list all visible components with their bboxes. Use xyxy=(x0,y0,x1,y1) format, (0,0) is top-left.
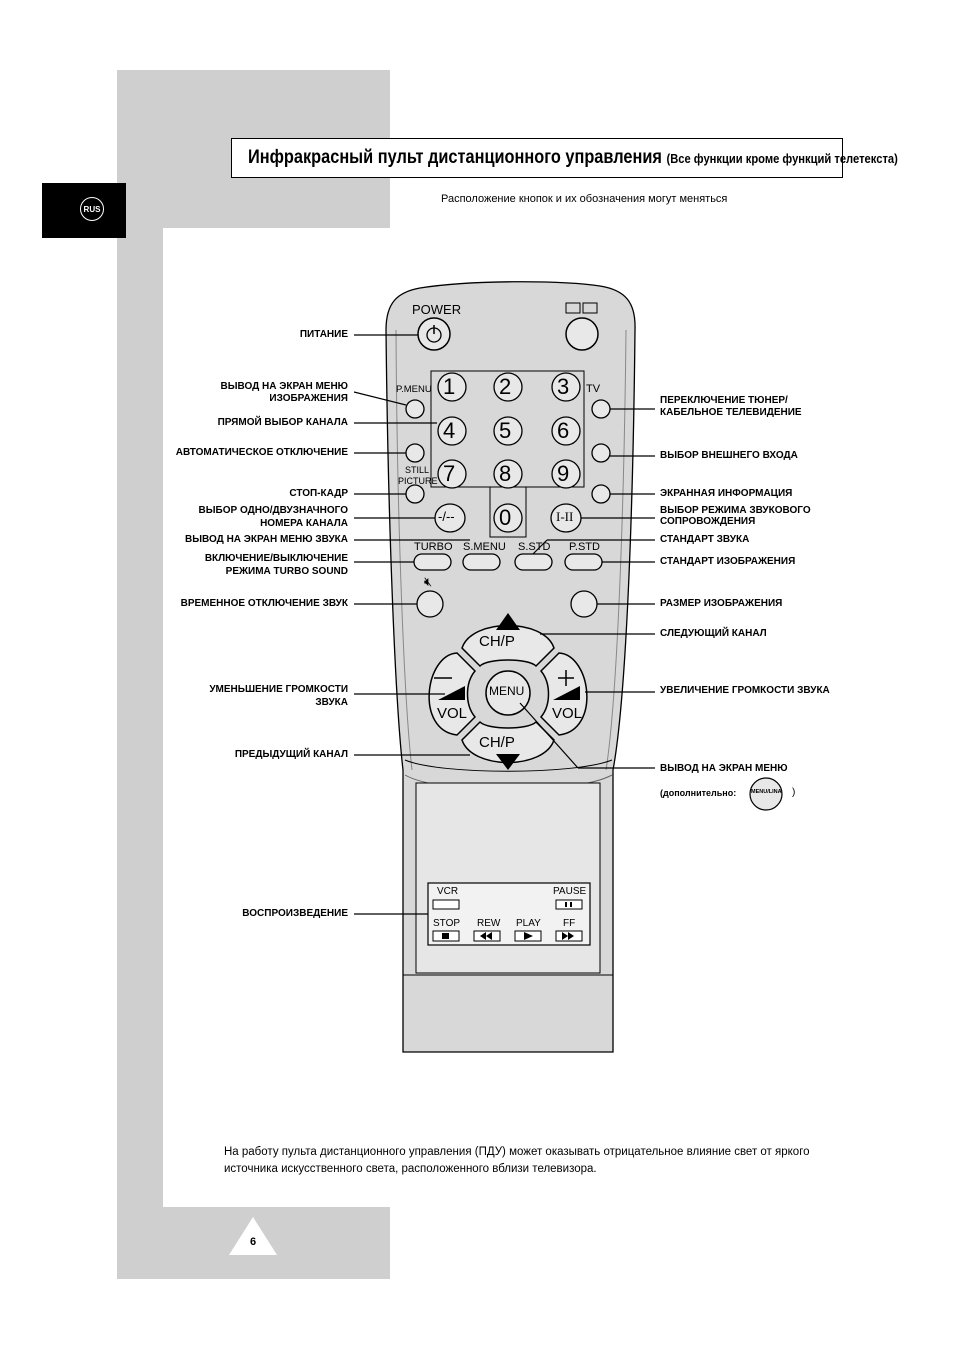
label-optional-close: ) xyxy=(792,787,796,798)
label-display-info: ЭКРАННАЯ ИНФОРМАЦИЯ xyxy=(660,488,793,499)
page-subtitle: Расположение кнопок и их обозначения мог… xyxy=(441,193,728,205)
remote-inner-edge xyxy=(395,329,627,771)
page-title: Инфракрасный пульт дистанционного управл… xyxy=(248,147,898,169)
label-mute: ВРЕМЕННОЕ ОТКЛЮЧЕНИЕ ЗВУК xyxy=(180,598,348,609)
page-title-main: Инфракрасный пульт дистанционного управл… xyxy=(248,147,662,168)
digit-5[interactable]: 5 xyxy=(499,418,512,443)
power-label: POWER xyxy=(412,302,462,317)
label-power: ПИТАНИЕ xyxy=(299,329,348,340)
dash-label[interactable]: -/-- xyxy=(438,509,455,524)
mute-icon: 🔇︎ xyxy=(424,574,433,589)
bottom-grey-band xyxy=(163,1207,390,1279)
label-sound-mode-1: ВЫБОР РЕЖИМА ЗВУКОВОГО xyxy=(660,505,811,516)
digit-2[interactable]: 2 xyxy=(499,374,512,399)
ff-label: FF xyxy=(563,918,576,929)
label-turbo-2: РЕЖИМА TURBO SOUND xyxy=(225,566,348,577)
vcr-label: VCR xyxy=(437,886,459,897)
label-picture-standard: СТАНДАРТ ИЗОБРАЖЕНИЯ xyxy=(660,556,796,567)
alt-menu-button xyxy=(749,777,783,811)
vol-down-label[interactable]: VOL xyxy=(437,705,468,722)
still-label-2: PICTURE xyxy=(398,476,438,486)
menu-button xyxy=(485,670,531,716)
label-menu: ВЫВОД НА ЭКРАН МЕНЮ xyxy=(660,763,788,774)
label-sound-standard: СТАНДАРТ ЗВУКА xyxy=(660,534,750,545)
pause-key xyxy=(555,899,583,910)
label-playback: ВОСПРОИЗВЕДЕНИЕ xyxy=(242,908,348,919)
turbo-label: TURBO xyxy=(414,541,453,553)
label-turbo-1: ВКЛЮЧЕНИЕ/ВЫКЛЮЧЕНИЕ xyxy=(204,553,348,564)
label-optional: (дополнительно: xyxy=(660,788,737,798)
label-sound-mode-2: СОПРОВОЖДЕНИЯ xyxy=(660,516,756,527)
digit-buttons xyxy=(437,372,581,533)
label-external-input: ВЫБОР ВНЕШНЕГО ВХОДА xyxy=(660,450,798,461)
play-label: PLAY xyxy=(516,918,541,929)
rew-label: REW xyxy=(477,918,501,929)
title-box: Инфракрасный пульт дистанционного управл… xyxy=(231,138,898,178)
digit-4[interactable]: 4 xyxy=(443,418,456,443)
vcr-power-key xyxy=(432,899,460,910)
stop-label: STOP xyxy=(433,918,461,929)
page-number: 6 xyxy=(249,1236,257,1248)
digit-1[interactable]: 1 xyxy=(443,374,456,399)
label-sleep: АВТОМАТИЧЕСКОЕ ОТКЛЮЧЕНИЕ xyxy=(175,447,348,458)
page-title-note: (Все функции кроме функций телетекста) xyxy=(666,151,898,166)
remote-lower-panel xyxy=(404,759,613,772)
tv-label: TV xyxy=(586,383,601,395)
label-direct-channel: ПРЯМОЙ ВЫБОР КАНАЛА xyxy=(217,417,348,428)
teletext-mix-icon xyxy=(565,302,581,314)
label-volume-up: УВЕЛИЧЕНИЕ ГРОМКОСТИ ЗВУКА xyxy=(660,685,830,696)
teletext-mix-button xyxy=(565,317,599,351)
left-grey-band xyxy=(117,228,163,1279)
dual-label[interactable]: I-II xyxy=(556,509,574,524)
digit-7[interactable]: 7 xyxy=(443,461,456,486)
digit-9[interactable]: 9 xyxy=(557,461,570,486)
pill-buttons xyxy=(413,553,603,571)
mute-button xyxy=(416,590,444,618)
ch-up-label[interactable]: CH/P xyxy=(479,633,515,650)
label-volume-down-1: УМЕНЬШЕНИЕ ГРОМКОСТИ xyxy=(209,684,348,695)
footer-note: На работу пульта дистанционного управлен… xyxy=(224,1146,810,1175)
label-still: СТОП-КАДР xyxy=(289,488,348,499)
vol-up-label[interactable]: VOL xyxy=(552,705,583,722)
label-previous-channel: ПРЕДЫДУЩИЙ КАНАЛ xyxy=(234,749,348,760)
label-tuner-cable-2: КАБЕЛЬНОЕ ТЕЛЕВИДЕНИЕ xyxy=(660,407,802,418)
s-std-label: S.STD xyxy=(518,541,551,553)
label-one-two-digit-1: ВЫБОР ОДНО/ДВУЗНАЧНОГО xyxy=(198,505,348,516)
alt-menu-button-text: MENU/LINA xyxy=(751,789,782,795)
ch-down-label[interactable]: CH/P xyxy=(479,734,515,751)
label-one-two-digit-2: НОМЕРА КАНАЛА xyxy=(260,518,348,529)
label-tuner-cable-1: ПЕРЕКЛЮЧЕНИЕ ТЮНЕР/ xyxy=(660,395,788,406)
label-next-channel: СЛЕДУЮЩИЙ КАНАЛ xyxy=(660,628,767,639)
label-sound-menu: ВЫВОД НА ЭКРАН МЕНЮ ЗВУКА xyxy=(185,534,348,545)
dash-dual-buttons xyxy=(434,503,582,533)
page-number-triangle xyxy=(229,1217,277,1255)
label-volume-down-2: ЗВУКА xyxy=(315,697,348,708)
label-picture-size: РАЗМЕР ИЗОБРАЖЕНИЯ xyxy=(660,598,783,609)
menu-label[interactable]: MENU xyxy=(489,684,525,698)
leader-lines-right xyxy=(519,408,655,769)
label-picture-menu-1: ВЫВОД НА ЭКРАН МЕНЮ xyxy=(220,381,348,392)
p-std-label: P.STD xyxy=(569,541,600,553)
p-menu-label: P.MENU xyxy=(396,384,432,395)
still-label-1: STILL xyxy=(405,465,430,475)
leader-lines-left xyxy=(353,334,470,915)
digit-3[interactable]: 3 xyxy=(557,374,570,399)
picture-size-button xyxy=(570,590,598,618)
language-tab-label: RUS xyxy=(80,197,104,221)
digit-6[interactable]: 6 xyxy=(557,418,570,443)
volume-down-wedge xyxy=(438,686,465,700)
digit-8[interactable]: 8 xyxy=(499,461,512,486)
label-picture-menu-2: ИЗОБРАЖЕНИЯ xyxy=(269,393,348,404)
digit-0[interactable]: 0 xyxy=(499,505,512,530)
s-menu-label: S.MENU xyxy=(463,541,506,553)
pause-label: PAUSE xyxy=(553,886,587,897)
volume-up-wedge xyxy=(553,686,580,700)
nav-pad xyxy=(428,624,588,764)
channel-up-arrow xyxy=(496,613,520,630)
channel-down-arrow xyxy=(496,754,520,770)
